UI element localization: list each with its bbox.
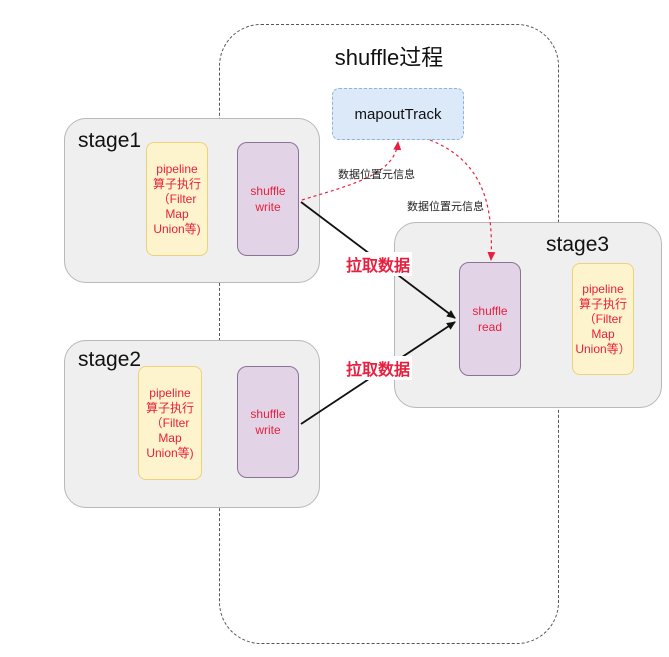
stage2-pipeline-box: pipeline 算子执行 （Filter Map Union等) bbox=[138, 366, 202, 480]
metadata-fetch-label: 数据位置元信息 bbox=[407, 201, 484, 213]
pull-data-label-1: 拉取数据 bbox=[344, 252, 413, 276]
shuffle-process-title: shuffle过程 bbox=[334, 45, 444, 70]
metadata-report-label: 数据位置元信息 bbox=[338, 169, 415, 181]
stage1-pipeline-box: pipeline 算子执行 （Filter Map Union等) bbox=[146, 142, 208, 256]
stage1-pipeline-text: pipeline 算子执行 （Filter Map Union等) bbox=[152, 161, 201, 236]
mapout-track-box: mapoutTrack bbox=[332, 88, 464, 140]
stage2-shuffle-write-text: shuffle write bbox=[250, 407, 286, 437]
stage2-shuffle-write-box: shuffle write bbox=[237, 366, 299, 478]
stage3-pipeline-text: pipeline 算子执行 （Filter Map Union等） bbox=[575, 281, 631, 356]
stage1-shuffle-write-text: shuffle write bbox=[250, 184, 286, 214]
stage3-pipeline-box: pipeline 算子执行 （Filter Map Union等） bbox=[572, 263, 634, 375]
stage3-shuffle-read-text: shuffle read bbox=[472, 304, 508, 334]
stage3-shuffle-read-box: shuffle read bbox=[459, 262, 521, 376]
mapout-track-label: mapoutTrack bbox=[354, 105, 442, 123]
stage3-label: stage3 bbox=[546, 233, 610, 256]
stage1-shuffle-write-box: shuffle write bbox=[237, 142, 299, 256]
stage1-label: stage1 bbox=[78, 129, 142, 152]
pull-data-label-2: 拉取数据 bbox=[344, 356, 413, 380]
metadata-report-arrow bbox=[301, 141, 402, 201]
stage2-label: stage2 bbox=[78, 348, 142, 371]
stage2-pipeline-text: pipeline 算子执行 （Filter Map Union等) bbox=[145, 385, 194, 460]
